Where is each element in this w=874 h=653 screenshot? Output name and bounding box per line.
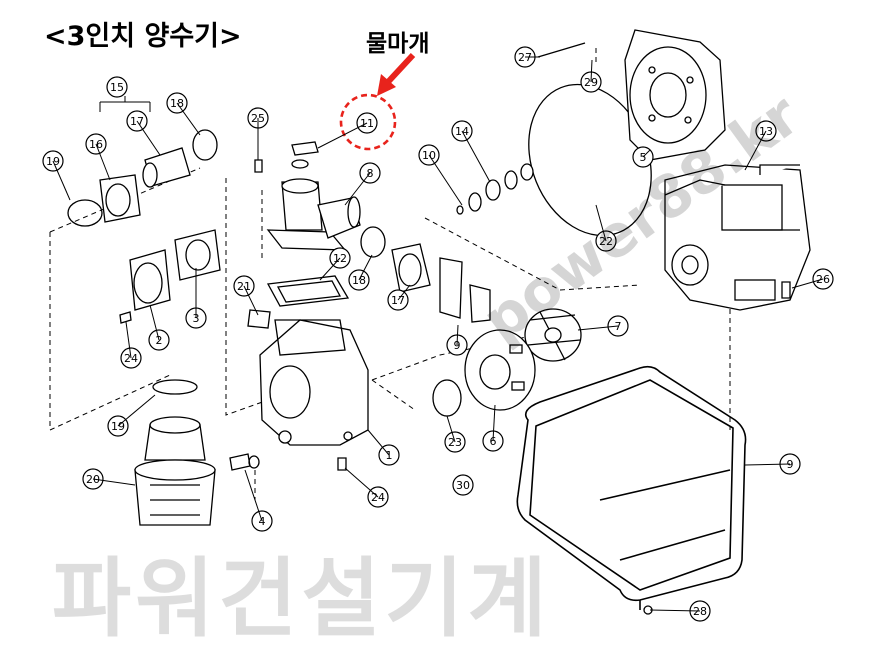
- part-number: 24: [124, 352, 138, 365]
- leader-line-2: [149, 304, 160, 341]
- leader-line-21: [243, 285, 259, 316]
- leader-line-8: [344, 172, 371, 206]
- plug-11-drawing: [291, 141, 319, 169]
- part-callout-24: 24: [120, 347, 142, 369]
- leader-line-7: [577, 325, 619, 331]
- diagram-title: <3인치 양수기>: [44, 21, 242, 52]
- part-number: 2: [156, 334, 163, 347]
- leader-line-22: [595, 204, 607, 242]
- water-plug-label: 물마개: [366, 31, 430, 57]
- leader-line-24: [125, 321, 132, 359]
- part-number: 1: [386, 449, 393, 462]
- frame-9-drawing: [516, 365, 747, 610]
- leader-line-16: [95, 143, 111, 181]
- engine-13-drawing: [664, 164, 811, 311]
- leader-line-19: [117, 394, 156, 427]
- seal-14-drawing: [456, 163, 534, 215]
- inlet-parts-drawing: [360, 226, 491, 323]
- part-callout-15: 15: [106, 76, 128, 98]
- leader-line-17: [397, 284, 411, 301]
- leader-line-1: [367, 429, 390, 456]
- gasket-12-drawing: [266, 275, 350, 307]
- leader-line-13: [744, 130, 767, 171]
- part-number: 9: [454, 339, 461, 352]
- leader-line-17: [136, 120, 161, 156]
- part-number: 4: [259, 515, 266, 528]
- leader-line-5: [642, 149, 651, 158]
- part-number: 28: [693, 605, 707, 618]
- leader-line-6: [492, 404, 496, 442]
- leader-line-28: [649, 609, 701, 612]
- part-number: 17: [391, 294, 405, 307]
- leader-line-23: [446, 415, 456, 443]
- leader-line-9: [744, 463, 791, 466]
- part-callout-4: 4: [251, 510, 273, 532]
- bracket-15: [99, 96, 151, 112]
- leader-line-20: [92, 478, 136, 486]
- leader-line-18: [358, 254, 373, 281]
- oring-23-drawing: [432, 379, 462, 417]
- pump-casing-1-drawing: [259, 319, 369, 446]
- leader-lines: [52, 56, 824, 612]
- leader-line-14: [461, 130, 491, 183]
- callout-marker: [339, 52, 416, 151]
- part-bubble: [106, 76, 128, 98]
- strainer-20-drawing: [134, 379, 216, 526]
- leader-line-19: [52, 160, 71, 201]
- part-callout-30: 30: [452, 474, 474, 496]
- part-number: 15: [110, 81, 124, 94]
- leader-line-11: [317, 122, 368, 149]
- leader-line-18: [176, 102, 201, 136]
- part-number: 30: [456, 479, 470, 492]
- exploded-view-drawing: 1234567899101112131415161717181819192021…: [42, 29, 834, 622]
- part-callout-17: 17: [387, 289, 409, 311]
- leader-line-12: [319, 257, 341, 281]
- part-number: 23: [448, 436, 462, 449]
- fasteners-drawing: [229, 42, 791, 615]
- leader-line-10: [428, 154, 463, 206]
- part-number: 3: [193, 312, 200, 325]
- part-number: 18: [352, 274, 366, 287]
- part-bubble: [452, 474, 474, 496]
- discharge-elbow-8-drawing: [266, 178, 361, 251]
- part-number: 29: [584, 76, 598, 89]
- leader-line-4: [244, 469, 263, 522]
- wear-plate-6-drawing: [464, 329, 536, 411]
- part-number: 6: [490, 435, 497, 448]
- leader-line-29: [590, 59, 593, 83]
- leader-line-26: [791, 278, 824, 289]
- watermark-brand: 파워건설기계: [52, 549, 551, 649]
- casing-cover-drawing: [624, 29, 726, 161]
- part-number: 22: [599, 235, 613, 248]
- impeller-7-drawing: [524, 308, 582, 362]
- leader-line-9: [456, 324, 459, 346]
- suction-flange-drawing: [67, 129, 221, 324]
- leader-line-24: [344, 467, 379, 498]
- part-number: 5: [640, 151, 647, 164]
